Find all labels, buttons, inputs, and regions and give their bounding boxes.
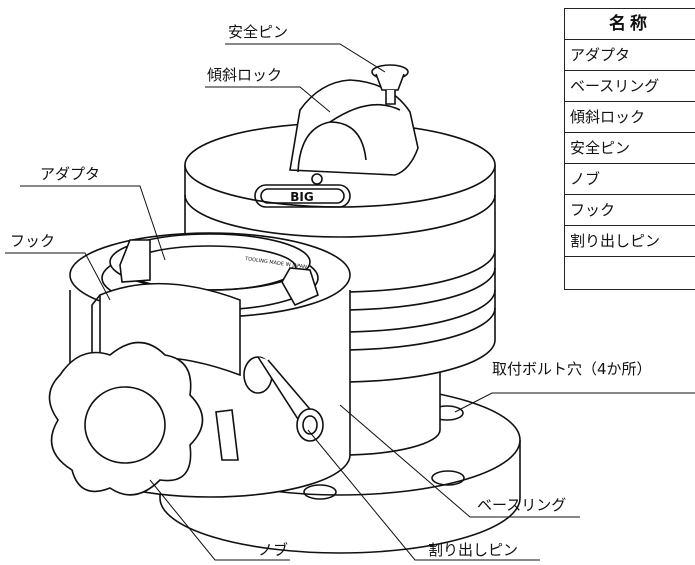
safety-pin [371, 64, 409, 105]
parts-table-header: 名称 [565, 9, 695, 40]
leader-hook [5, 252, 111, 301]
label-hook: フック [10, 232, 56, 250]
leader-base-ring [339, 404, 580, 518]
parts-table: 名称 アダプタ ベースリング 傾斜ロック 安全ピン ノブ フック 割り出しピン [564, 8, 695, 290]
knob [48, 341, 239, 496]
parts-table-row: フック [565, 195, 695, 226]
label-knob: ノブ [258, 541, 289, 559]
leader-lines [5, 43, 695, 561]
logo-badge: BIG [254, 173, 351, 208]
adapter: TOOLING MADE IN JAPAN [109, 233, 319, 307]
leader-mount-holes [454, 392, 695, 413]
leader-tilt-lock [205, 86, 331, 113]
parts-table-row: 傾斜ロック [565, 102, 695, 133]
parts-table-row: 安全ピン [565, 133, 695, 164]
label-tilt-lock: 傾斜ロック [207, 66, 283, 84]
label-index-pin: 割り出しピン [428, 541, 519, 559]
mount-hole [303, 484, 337, 500]
leader-knob [149, 479, 290, 561]
leader-adapter [20, 185, 166, 261]
label-base-ring: ベースリング [477, 496, 567, 514]
logo-text: BIG [290, 190, 313, 204]
leader-safety-pin [225, 43, 386, 73]
mount-hole [431, 470, 465, 486]
parts-table-row: ノブ [565, 164, 695, 195]
parts-table-row: アダプタ [565, 40, 695, 71]
parts-table-row: 割り出しピン [565, 226, 695, 257]
leader-index-pin [307, 429, 540, 561]
parts-table-row: ベースリング [565, 71, 695, 102]
index-pin [243, 356, 324, 442]
label-mount-holes: 取付ボルト穴（4か所） [492, 360, 652, 378]
label-safety-pin: 安全ピン [228, 23, 289, 41]
label-adapter: アダプタ [40, 165, 101, 183]
